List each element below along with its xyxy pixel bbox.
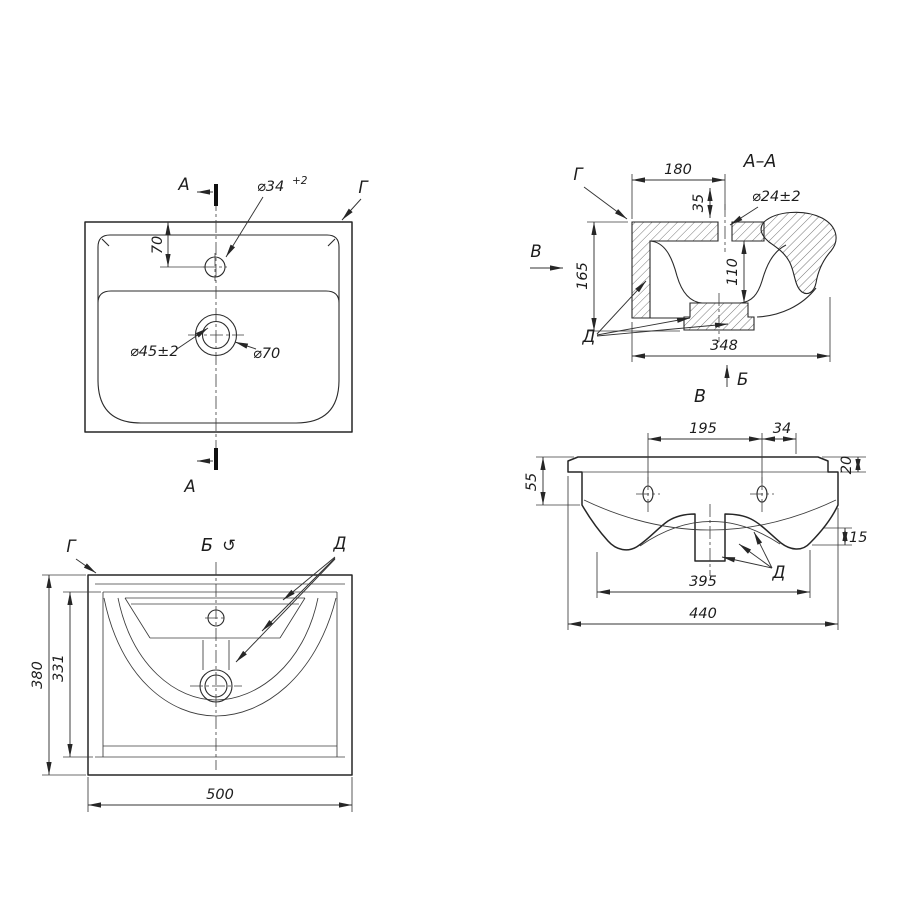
dim-331-ext bbox=[63, 591, 101, 758]
view-v-letter: В bbox=[530, 242, 541, 261]
dim-d34-leader bbox=[225, 196, 264, 258]
dim-d24-label: ⌀24±2 bbox=[752, 189, 801, 205]
dim-180-ext bbox=[631, 174, 726, 219]
section-underside bbox=[632, 287, 817, 319]
bottom-label-d-leader-3 bbox=[753, 531, 773, 569]
front-label-g-leader bbox=[75, 558, 97, 574]
front-basin-arcs bbox=[103, 597, 337, 717]
dim-d24-leader bbox=[729, 206, 759, 226]
dim-165-label: 165 bbox=[575, 262, 591, 290]
dim-35-label: 35 bbox=[691, 194, 707, 212]
section-centerlines bbox=[718, 204, 726, 342]
front-outer-rect bbox=[87, 574, 353, 776]
bottom-view-title: В bbox=[694, 387, 706, 407]
dim-180-label: 180 bbox=[664, 162, 692, 178]
rotated-view-icon: ↺ bbox=[222, 536, 236, 555]
section-deck-right bbox=[731, 221, 765, 242]
section-letter-bottom: А bbox=[183, 477, 195, 496]
dim-380-label: 380 bbox=[30, 661, 46, 689]
bottom-outline bbox=[567, 456, 839, 562]
view-b-letter: Б bbox=[737, 370, 748, 389]
view-b: Г Б ↺ Д 380 331 500 bbox=[30, 534, 353, 812]
dim-34-label: 34 bbox=[773, 421, 791, 437]
plan-rim-and-basin-lines bbox=[97, 234, 340, 424]
dim-195-label: 195 bbox=[689, 421, 717, 437]
label-d-leader-1 bbox=[596, 280, 647, 335]
dim-15-label: 15 bbox=[849, 530, 867, 546]
plan-view: А А 70 ⌀34 +2 Г ⌀45±2 ⌀70 bbox=[84, 175, 369, 496]
front-label-d: Д bbox=[333, 534, 347, 553]
front-label-d-leader-2 bbox=[261, 557, 336, 632]
section-right-rim bbox=[760, 211, 837, 295]
dim-d70-leader bbox=[234, 341, 257, 350]
bottom-centerlines bbox=[636, 477, 774, 576]
dim-440-label: 440 bbox=[689, 606, 717, 622]
dim-440-ext bbox=[567, 476, 839, 630]
dim-20-label: 20 bbox=[839, 456, 855, 474]
dim-d70-label: ⌀70 bbox=[253, 346, 280, 362]
dim-d34-label: ⌀34 bbox=[257, 179, 284, 195]
dim-110-label: 110 bbox=[725, 258, 741, 286]
bottom-inner-curves bbox=[582, 471, 837, 547]
front-label-g: Г bbox=[66, 537, 77, 556]
dim-15-ext bbox=[812, 527, 852, 546]
dim-395-label: 395 bbox=[689, 574, 717, 590]
section-label-g-leader bbox=[583, 186, 628, 220]
dim-d45-label: ⌀45±2 bbox=[130, 344, 179, 360]
plan-centerlines bbox=[188, 198, 244, 468]
front-inner-lines bbox=[95, 583, 345, 758]
label-d-leader-3 bbox=[596, 322, 729, 337]
section-label-d: Д bbox=[582, 327, 596, 346]
bottom-label-d-leader-2 bbox=[738, 543, 773, 569]
dim-55-label: 55 bbox=[524, 473, 540, 491]
front-label-d-leader-1 bbox=[282, 556, 336, 601]
front-centerlines bbox=[190, 562, 242, 770]
bottom-label-d: Д bbox=[772, 563, 786, 582]
dim-331-label: 331 bbox=[51, 654, 67, 682]
front-label-d-leader-3 bbox=[235, 558, 336, 663]
bottom-label-d-leader-1 bbox=[721, 556, 773, 569]
dim-195-34-ext bbox=[647, 433, 797, 483]
section-aa-view: А–А 180 35 ⌀24±2 110 В 165 Д 348 Б Г bbox=[530, 152, 837, 389]
dim-500-label: 500 bbox=[206, 787, 234, 803]
dim-70-label: 70 bbox=[150, 236, 166, 254]
view-v: В 195 34 20 55 15 395 440 Д bbox=[524, 387, 867, 630]
plan-label-g: Г bbox=[358, 178, 369, 197]
dim-d34-tolerance: +2 bbox=[292, 175, 308, 187]
plan-outer-rect bbox=[84, 221, 353, 433]
front-view-title: Б bbox=[201, 536, 213, 556]
section-title: А–А bbox=[743, 152, 777, 172]
label-d-leader-2 bbox=[596, 317, 691, 336]
section-label-g: Г bbox=[573, 165, 584, 184]
dim-d45-leader bbox=[176, 327, 209, 350]
dim-348-label: 348 bbox=[710, 338, 738, 354]
plan-label-g-leader bbox=[341, 198, 362, 221]
section-letter-top: А bbox=[177, 175, 189, 194]
section-basin-profile bbox=[649, 240, 787, 304]
